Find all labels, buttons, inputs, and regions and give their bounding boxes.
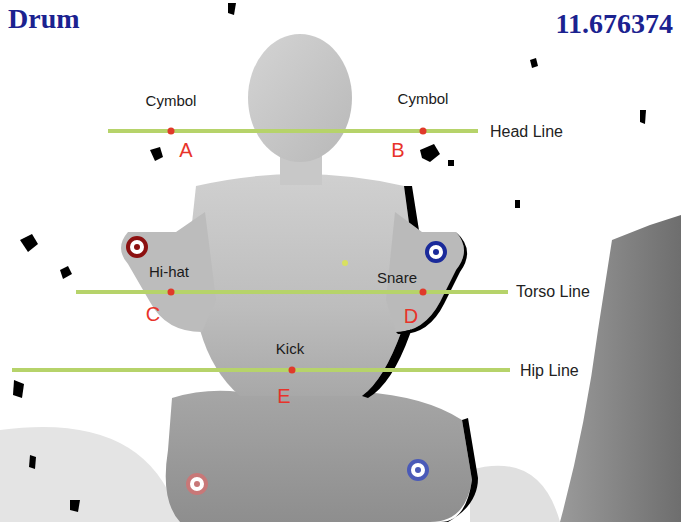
- drum-name: Cymbol: [146, 93, 197, 110]
- line-name: Torso Line: [516, 283, 590, 301]
- line-name: Hip Line: [520, 362, 579, 380]
- foot-marker: [188, 475, 206, 493]
- hand-marker: [128, 238, 146, 256]
- hand-marker: [134, 244, 140, 250]
- drum-name: Kick: [276, 341, 304, 358]
- point-letter: D: [404, 305, 418, 327]
- hand-marker: [433, 249, 439, 255]
- timer-value: 11.676374: [556, 9, 673, 40]
- point-letter: A: [179, 139, 192, 161]
- drum-name: Cymbol: [398, 91, 449, 108]
- depth-noise: [13, 3, 646, 512]
- left-arm: [121, 212, 216, 332]
- foot-marker: [415, 467, 421, 473]
- foot-marker: [409, 461, 427, 479]
- legs: [166, 391, 472, 522]
- reference-line: [12, 131, 510, 370]
- hand-marker: [427, 243, 445, 261]
- point-letter: C: [146, 303, 160, 325]
- title: Drum: [8, 4, 80, 35]
- floor-area: [470, 466, 560, 522]
- drum-name: Hi-hat: [149, 264, 189, 281]
- drum-name: Snare: [377, 270, 417, 287]
- point-letter: E: [277, 385, 290, 407]
- foot-marker: [194, 481, 200, 487]
- depth-shadow: [440, 418, 478, 522]
- center-marker: [342, 260, 348, 266]
- point-letter: B: [391, 139, 404, 161]
- hit-point: [168, 128, 427, 374]
- line-name: Head Line: [490, 123, 563, 141]
- floor-area: [0, 427, 180, 522]
- head: [248, 34, 352, 162]
